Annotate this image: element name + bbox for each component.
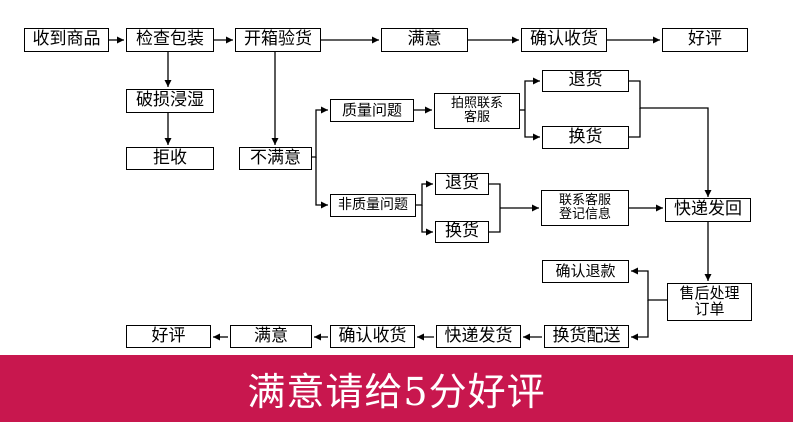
node-check-package: 检查包装 (126, 28, 214, 52)
node-photo-contact: 拍照联系客服 (434, 93, 520, 129)
node-contact-register-line2: 登记信息 (558, 207, 611, 222)
node-contact-register: 联系客服登记信息 (541, 190, 629, 226)
node-satisfied-bottom: 满意 (230, 325, 312, 348)
node-confirm-refund-label: 确认退款 (555, 261, 616, 280)
node-exchange-top: 换货 (542, 126, 629, 149)
node-exchange-dispatch: 换货配送 (544, 325, 629, 348)
node-non-quality-issue-label: 非质量问题 (338, 197, 408, 214)
flowchart: 收到商品 检查包装 开箱验货 满意 确认收货 好评 破损浸湿 拒收 不满意 质量… (24, 28, 752, 348)
edge-aftersales-refund (631, 267, 667, 301)
node-after-sales: 售后处理订单 (667, 283, 752, 321)
review-banner: 满意请给5分好评 (0, 355, 793, 422)
node-express-return: 快递发回 (665, 198, 751, 222)
edge-nonquality-exchange (421, 205, 433, 236)
review-banner-text: 满意请给5分好评 (247, 370, 546, 414)
edge-mid-merge (489, 183, 501, 233)
node-quality-issue: 质量问题 (330, 99, 414, 122)
node-damaged-label: 破损浸湿 (136, 90, 204, 111)
node-good-review-bottom-label: 好评 (151, 325, 186, 346)
node-satisfied-bottom-label: 满意 (254, 325, 288, 346)
node-return-top: 退货 (542, 70, 629, 92)
node-receive-label: 收到商品 (32, 29, 101, 50)
node-after-sales-line1: 售后处理 (679, 284, 740, 303)
edge-photo-exchange (524, 110, 540, 141)
edge-unsatisfied-quality (312, 106, 328, 158)
node-return-mid: 退货 (435, 173, 489, 195)
node-exchange-mid: 换货 (435, 221, 489, 243)
node-non-quality-issue: 非质量问题 (330, 194, 416, 217)
node-express-ship: 快递发货 (436, 325, 521, 348)
node-confirm-receipt-top: 确认收货 (521, 28, 607, 52)
node-good-review-top: 好评 (662, 28, 748, 52)
edge-aftersales-exchange (631, 300, 649, 341)
node-photo-contact-line1: 拍照联系 (450, 96, 503, 112)
node-good-review-top-label: 好评 (688, 29, 722, 50)
node-confirm-refund: 确认退款 (542, 260, 629, 283)
edge-exchangetop-merge (629, 108, 641, 138)
node-receive: 收到商品 (24, 28, 109, 52)
node-damaged: 破损浸湿 (126, 89, 214, 113)
node-confirm-receipt-top-label: 确认收货 (530, 29, 598, 50)
node-reject-label: 拒收 (153, 147, 187, 168)
flowchart-connectors (109, 36, 712, 341)
node-satisfied-top-label: 满意 (407, 29, 442, 50)
node-express-ship-label: 快递发货 (444, 325, 513, 346)
node-unsatisfied-label: 不满意 (250, 147, 301, 168)
node-contact-register-line1: 联系客服 (558, 193, 611, 209)
node-good-review-bottom: 好评 (126, 325, 211, 348)
node-express-return-label: 快递发回 (674, 199, 742, 220)
node-open-inspect: 开箱验货 (235, 28, 321, 52)
node-reject: 拒收 (126, 147, 214, 170)
node-after-sales-line2: 订单 (694, 300, 725, 318)
node-confirm-receipt-bottom: 确认收货 (330, 325, 415, 348)
edge-photo-return (524, 77, 540, 110)
node-photo-contact-line2: 客服 (463, 110, 490, 125)
node-return-top-label: 退货 (568, 70, 603, 91)
node-quality-issue-label: 质量问题 (341, 100, 402, 119)
node-confirm-receipt-bottom-label: 确认收货 (338, 325, 407, 346)
node-check-package-label: 检查包装 (136, 29, 204, 50)
edge-returntop-express (629, 80, 712, 197)
node-exchange-dispatch-label: 换货配送 (552, 325, 621, 346)
node-unsatisfied: 不满意 (239, 147, 312, 170)
edge-nonquality-return (416, 180, 433, 206)
node-open-inspect-label: 开箱验货 (244, 29, 312, 50)
node-exchange-top-label: 换货 (568, 126, 603, 147)
edge-unsatisfied-nonquality (315, 157, 328, 209)
node-exchange-mid-label: 换货 (445, 221, 479, 242)
node-return-mid-label: 退货 (445, 173, 479, 194)
node-satisfied-top: 满意 (381, 28, 468, 52)
